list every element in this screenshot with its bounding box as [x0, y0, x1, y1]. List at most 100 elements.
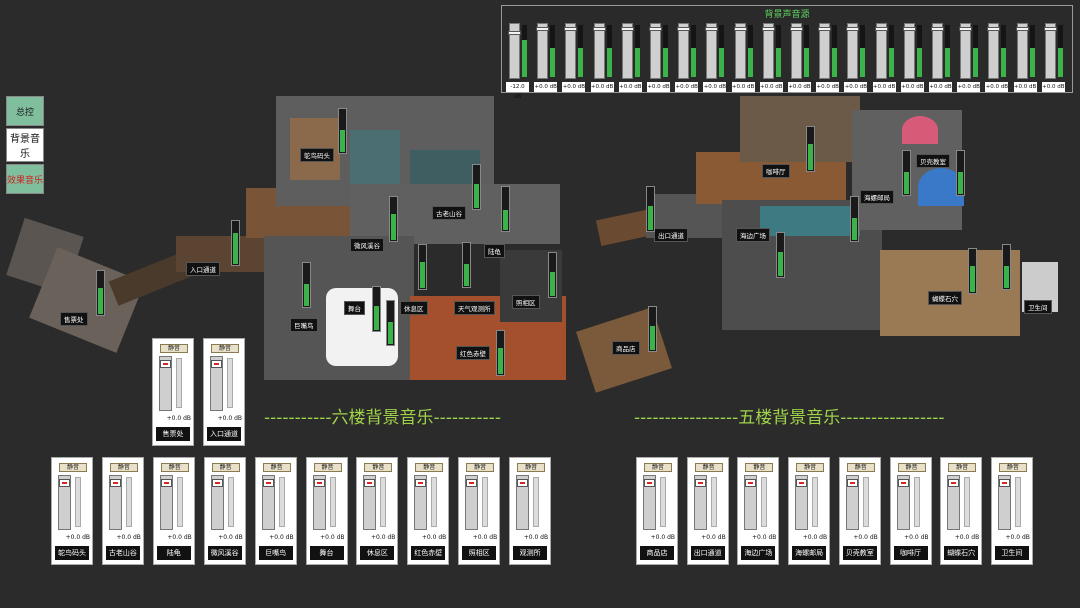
mute-button[interactable]: 静音	[745, 463, 774, 472]
volume-fader-knob[interactable]	[644, 479, 655, 487]
mute-button[interactable]: 静音	[364, 463, 393, 472]
volume-fader-knob[interactable]	[211, 479, 223, 487]
mute-button[interactable]: 静音	[998, 463, 1027, 472]
map-label-restroom[interactable]: 卫生间	[1024, 300, 1052, 314]
mixer-fader-track[interactable]	[706, 23, 718, 79]
map-label-ticket[interactable]: 售票处	[60, 312, 88, 326]
volume-fader-track[interactable]	[210, 475, 224, 530]
mixer-fader-track[interactable]	[593, 23, 605, 79]
mixer-fader-knob[interactable]	[649, 27, 662, 31]
mixer-fader-knob[interactable]	[620, 27, 634, 31]
mixer-fader-knob[interactable]	[846, 27, 860, 31]
map-label-breeze-valley[interactable]: 微风溪谷	[350, 238, 384, 252]
map-label-weather-station[interactable]: 天气观测所	[454, 301, 495, 315]
map-label-cafe[interactable]: 咖啡厅	[762, 164, 790, 178]
volume-fader-knob[interactable]	[415, 479, 427, 487]
volume-fader-knob[interactable]	[796, 479, 808, 487]
mixer-fader-knob[interactable]	[705, 27, 719, 31]
mute-button[interactable]: 静音	[644, 463, 672, 472]
volume-fader-track[interactable]	[795, 475, 809, 530]
volume-fader-track[interactable]	[58, 475, 71, 530]
volume-fader-track[interactable]	[643, 475, 656, 530]
mute-button[interactable]: 静音	[694, 463, 723, 472]
volume-fader-knob[interactable]	[694, 479, 706, 487]
volume-fader-track[interactable]	[414, 475, 428, 530]
mixer-fader-knob[interactable]	[564, 27, 578, 31]
map-label-entrance[interactable]: 入口通道	[186, 262, 220, 276]
mute-button[interactable]: 静音	[262, 463, 291, 472]
mute-button[interactable]: 静音	[796, 463, 825, 472]
mixer-fader-knob[interactable]	[874, 27, 888, 31]
volume-fader-track[interactable]	[465, 475, 479, 530]
mixer-fader-knob[interactable]	[508, 30, 521, 35]
volume-fader-knob[interactable]	[313, 479, 325, 487]
mixer-fader-knob[interactable]	[1043, 27, 1057, 31]
mixer-fader-knob[interactable]	[1015, 27, 1029, 31]
mixer-fader-knob[interactable]	[592, 27, 606, 31]
mixer-fader-track[interactable]	[819, 23, 831, 79]
mute-button[interactable]: 静音	[466, 463, 495, 472]
volume-fader-knob[interactable]	[364, 479, 376, 487]
mute-button[interactable]: 静音	[415, 463, 444, 472]
mute-button[interactable]: 静音	[160, 344, 188, 353]
volume-fader-knob[interactable]	[897, 479, 909, 487]
mixer-fader-track[interactable]	[875, 23, 887, 79]
mixer-fader-track[interactable]	[537, 23, 549, 79]
volume-fader-track[interactable]	[363, 475, 377, 530]
mixer-fader-track[interactable]	[932, 23, 943, 79]
map-label-toucan[interactable]: 巨嘴鸟	[290, 318, 318, 332]
mixer-fader-track[interactable]	[847, 23, 859, 79]
volume-fader-track[interactable]	[159, 475, 173, 530]
map-label-seaside-plaza[interactable]: 海边广场	[736, 228, 770, 242]
mixer-fader-knob[interactable]	[959, 27, 973, 31]
volume-fader-knob[interactable]	[211, 360, 222, 368]
mixer-fader-track[interactable]	[960, 23, 972, 79]
mute-button[interactable]: 静音	[948, 463, 977, 472]
mixer-fader-track[interactable]	[903, 23, 915, 79]
mixer-fader-track[interactable]	[565, 23, 577, 79]
map-label-red-cliff[interactable]: 红色赤壁	[456, 346, 490, 360]
volume-fader-knob[interactable]	[160, 360, 171, 368]
mixer-fader-knob[interactable]	[733, 27, 747, 31]
volume-fader-knob[interactable]	[59, 479, 70, 487]
mixer-fader-track[interactable]	[1016, 23, 1028, 79]
mixer-fader-track[interactable]	[678, 23, 690, 79]
mixer-fader-knob[interactable]	[987, 27, 1001, 31]
map-label-rest-area[interactable]: 休息区	[400, 301, 428, 315]
volume-fader-track[interactable]	[516, 475, 530, 530]
mixer-fader-track[interactable]	[1044, 23, 1056, 79]
mixer-fader-track[interactable]	[762, 23, 774, 79]
map-label-conch-post[interactable]: 海螺邮局	[860, 190, 894, 204]
mute-button[interactable]: 静音	[109, 463, 138, 472]
mixer-fader-track[interactable]	[791, 23, 802, 79]
mixer-fader-track[interactable]	[509, 23, 520, 79]
nav-background-music-button[interactable]: 背景音乐	[6, 128, 44, 162]
mixer-fader-knob[interactable]	[677, 27, 691, 31]
mute-button[interactable]: 静音	[59, 463, 87, 472]
volume-fader-knob[interactable]	[998, 479, 1010, 487]
mute-button[interactable]: 静音	[313, 463, 342, 472]
volume-fader-track[interactable]	[744, 475, 758, 530]
volume-fader-track[interactable]	[108, 475, 122, 530]
mixer-fader-track[interactable]	[734, 23, 746, 79]
mixer-fader-knob[interactable]	[902, 27, 916, 31]
volume-fader-track[interactable]	[261, 475, 275, 530]
map-label-butterfly-cave[interactable]: 蝴蝶石穴	[928, 291, 962, 305]
volume-fader-knob[interactable]	[948, 479, 960, 487]
mute-button[interactable]: 静音	[160, 463, 189, 472]
volume-fader-track[interactable]	[947, 475, 961, 530]
volume-fader-knob[interactable]	[846, 479, 858, 487]
mute-button[interactable]: 静音	[211, 463, 240, 472]
map-label-tortoise[interactable]: 陆龟	[484, 244, 505, 258]
volume-fader-track[interactable]	[210, 356, 223, 411]
mute-button[interactable]: 静音	[211, 344, 239, 353]
volume-fader-track[interactable]	[312, 475, 326, 530]
map-label-ancient-valley[interactable]: 古老山谷	[432, 206, 466, 220]
volume-fader-knob[interactable]	[745, 479, 757, 487]
mixer-fader-knob[interactable]	[931, 27, 944, 31]
mute-button[interactable]: 静音	[517, 463, 546, 472]
mixer-fader-knob[interactable]	[818, 27, 832, 31]
map-label-stage[interactable]: 舞台	[344, 301, 365, 315]
volume-fader-track[interactable]	[997, 475, 1011, 530]
volume-fader-track[interactable]	[693, 475, 707, 530]
